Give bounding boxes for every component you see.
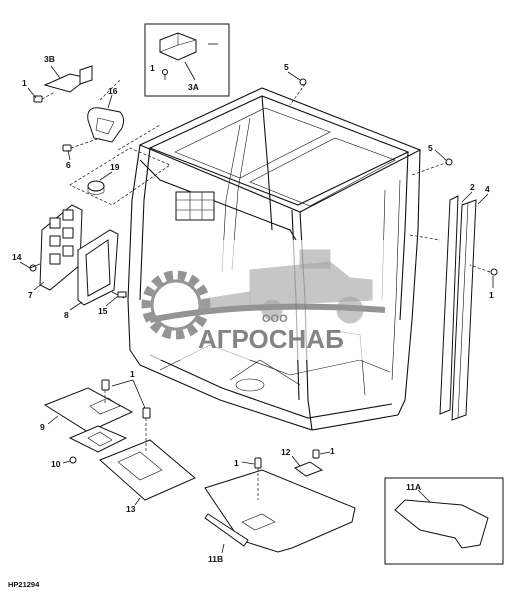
- callout-5-top: 5: [284, 62, 289, 72]
- callout-14: 14: [12, 252, 22, 262]
- callout-3a: 3A: [188, 82, 199, 92]
- callout-12: 12: [281, 447, 291, 457]
- vent-cover-7: [29, 204, 83, 291]
- callout-6: 6: [66, 160, 71, 170]
- callout-1-3b: 1: [22, 78, 27, 88]
- bracket-3b: [33, 65, 93, 103]
- pad-12: [293, 461, 324, 477]
- plate-9: [43, 387, 134, 433]
- floor-mat-11b: [204, 469, 356, 553]
- plate-10: [68, 425, 128, 464]
- console-box: [175, 191, 215, 221]
- strip-2: [439, 195, 459, 415]
- callout-5-right: 5: [428, 143, 433, 153]
- callout-9: 9: [40, 422, 45, 432]
- watermark-logo: ООО АГРОСНАБ: [141, 240, 390, 360]
- callout-11b: 11B: [208, 554, 223, 564]
- harvester-icon: [197, 249, 373, 324]
- inset-11a: [384, 477, 504, 565]
- callout-2: 2: [470, 182, 475, 192]
- callout-1-right: 1: [489, 290, 494, 300]
- callout-11a: 11A: [406, 482, 421, 492]
- leader-lines: [19, 65, 494, 554]
- inset-3a: [144, 23, 230, 97]
- plate-13: [99, 439, 196, 501]
- callout-labels: 3B 1 16 6 19 1 3A 5 5 2 4 1 14 7 8 15 1 …: [12, 54, 494, 564]
- callout-16: 16: [108, 86, 118, 96]
- callout-1-mat: 1: [234, 458, 239, 468]
- callout-13: 13: [126, 504, 136, 514]
- watermark-name: АГРОСНАБ: [198, 324, 344, 354]
- gasket-8: [77, 229, 127, 306]
- callout-1-3a: 1: [150, 63, 155, 73]
- figure-code: HP21294: [8, 580, 40, 589]
- cap-19: [87, 180, 105, 192]
- handle-16: [62, 79, 161, 152]
- callout-15: 15: [98, 306, 108, 316]
- callout-1-floor: 1: [130, 369, 135, 379]
- callout-3b: 3B: [44, 54, 55, 64]
- callout-8: 8: [64, 310, 69, 320]
- strip-4: [451, 199, 477, 421]
- callout-10: 10: [51, 459, 61, 469]
- watermark-prefix: ООО: [262, 313, 288, 325]
- callout-7: 7: [28, 290, 33, 300]
- callout-1-12: 1: [330, 446, 335, 456]
- callout-19: 19: [110, 162, 120, 172]
- callout-4: 4: [485, 184, 490, 194]
